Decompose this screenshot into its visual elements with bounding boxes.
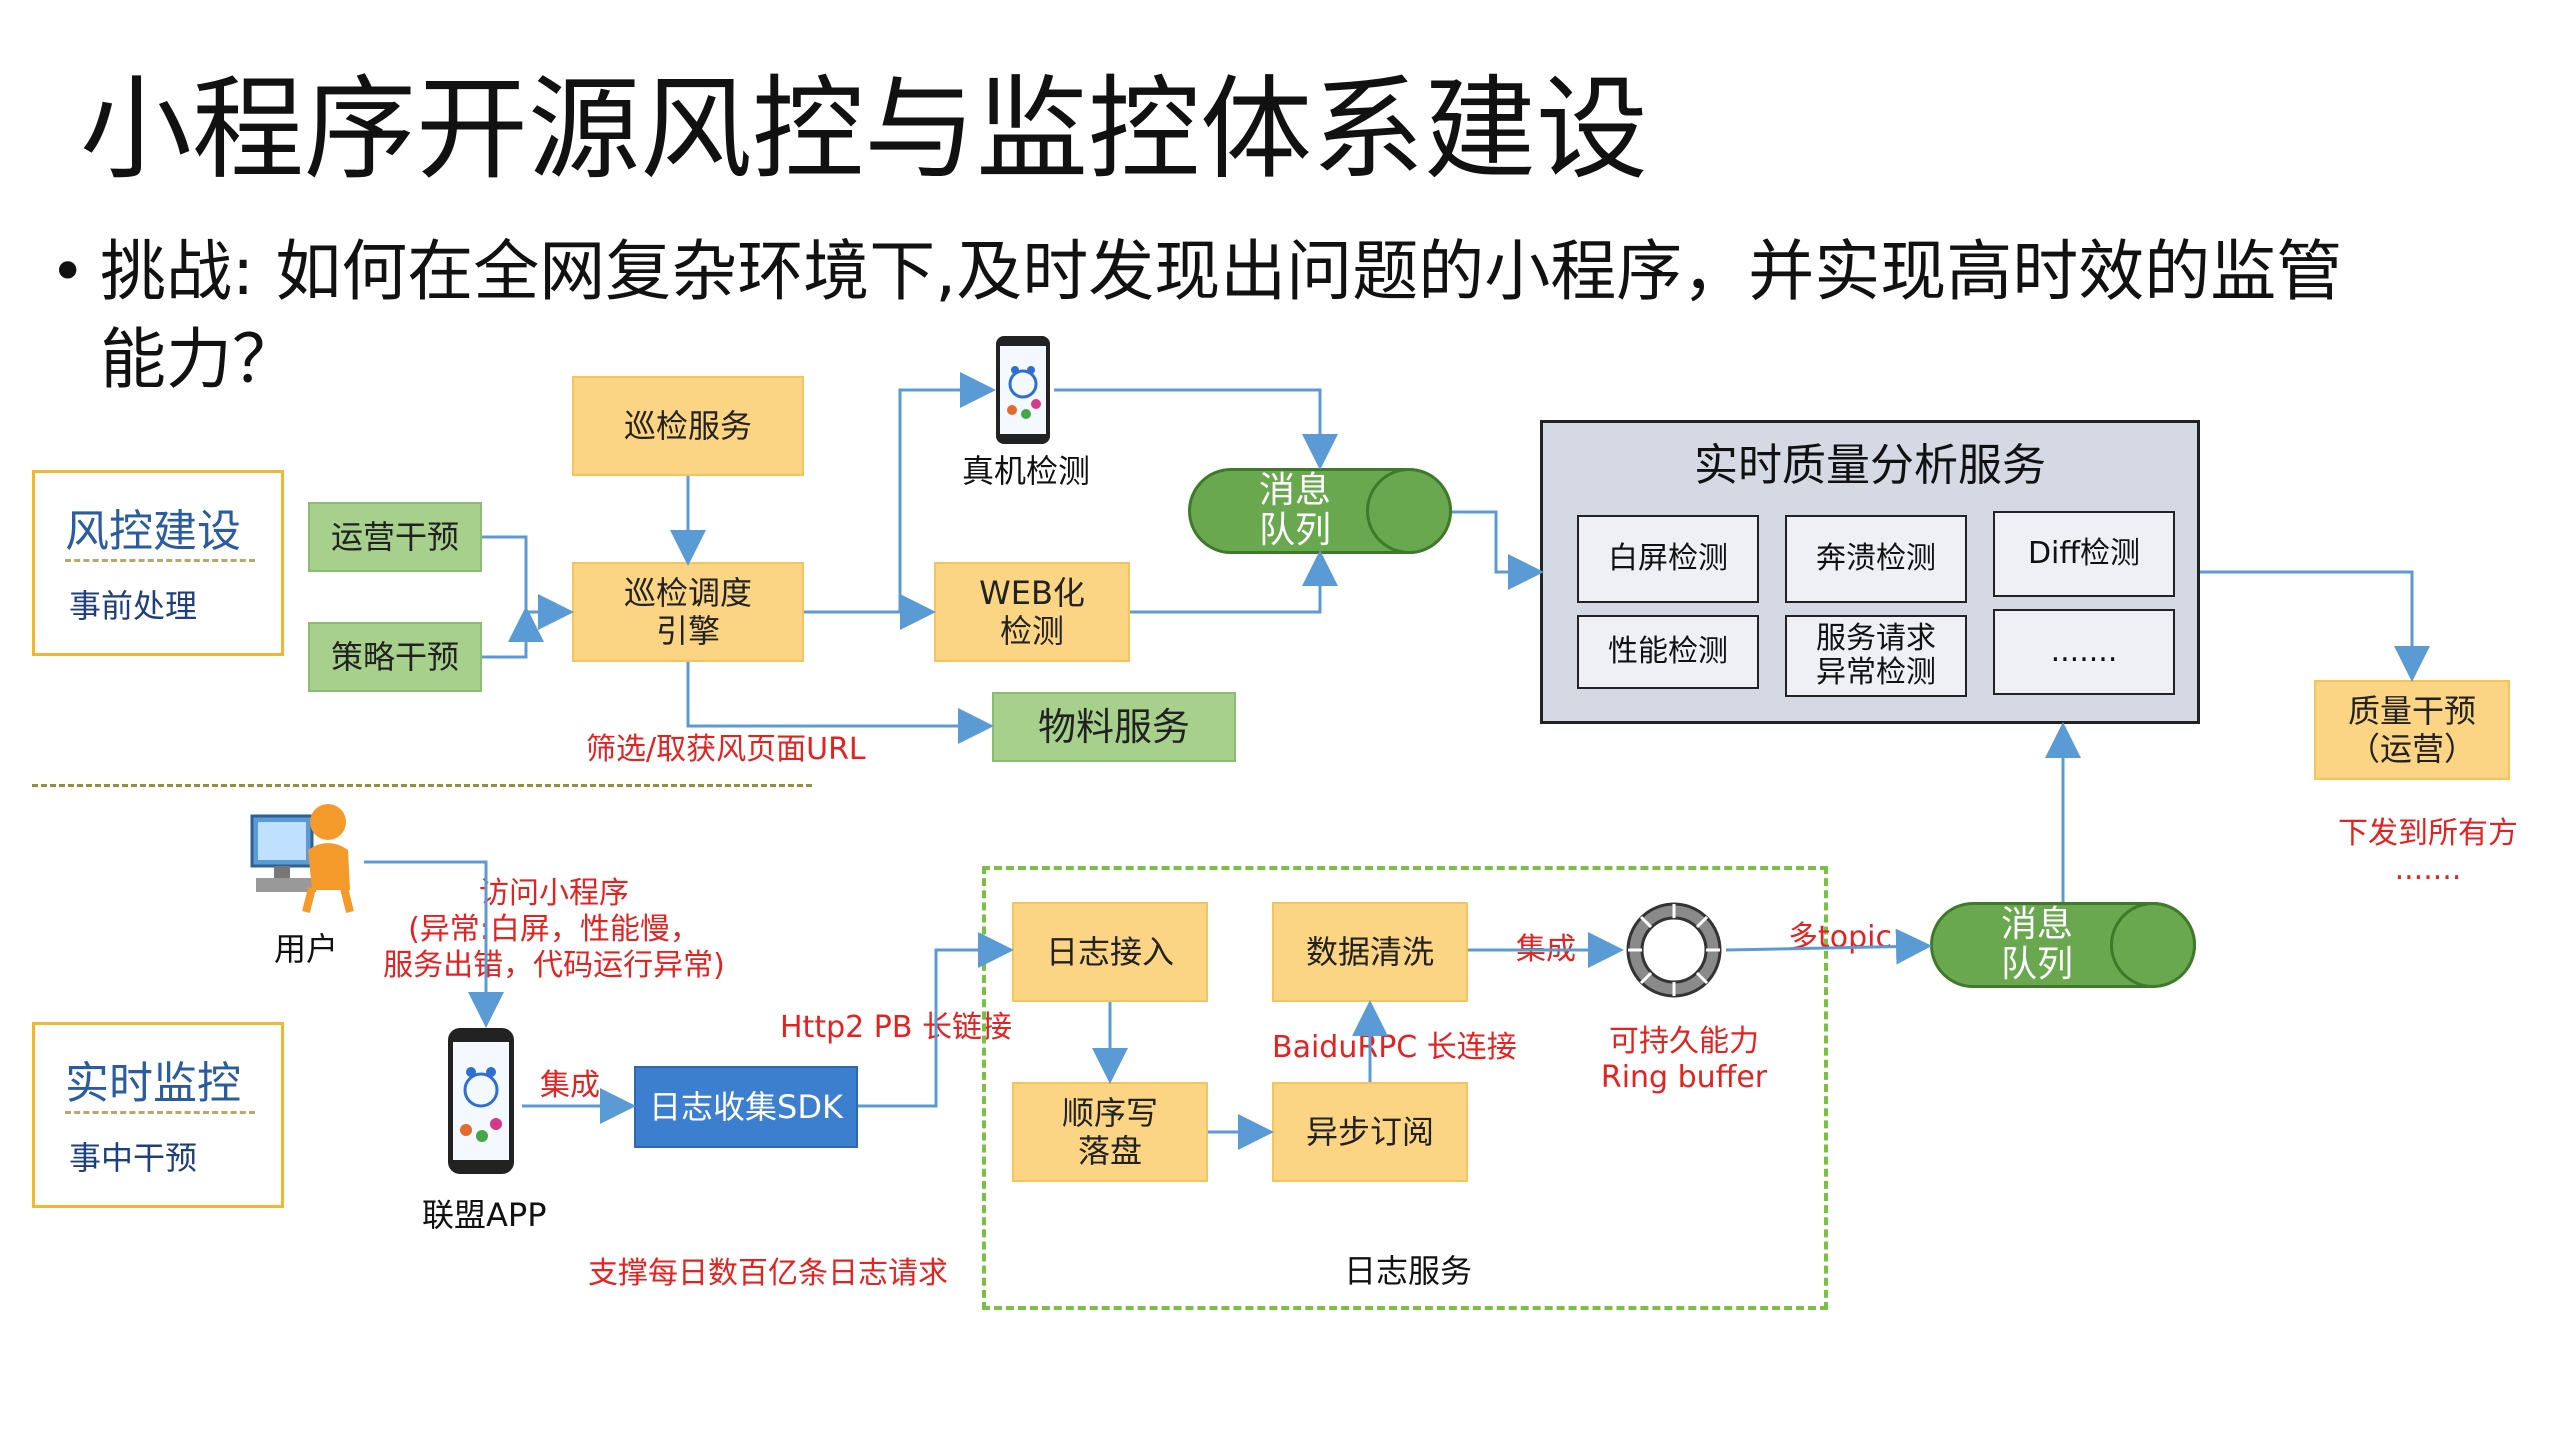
message-queue-top: 消息 队列 bbox=[1188, 468, 1452, 554]
arrow-icon bbox=[2200, 570, 2430, 682]
union-app-label: 联盟APP bbox=[422, 1196, 547, 1234]
message-queue-bottom-label: 消息 队列 bbox=[2000, 904, 2073, 985]
challenge-label: 挑战: bbox=[100, 233, 255, 310]
quality-analysis-title: 实时质量分析服务 bbox=[1694, 440, 2046, 491]
arrow-icon bbox=[1725, 928, 1932, 965]
queue-cap bbox=[1366, 468, 1452, 554]
arrow-icon bbox=[482, 535, 574, 630]
challenge-text: 挑战: 如何在全网复杂环境下,及时发现出问题的小程序，并实现高时效的监管能力？ bbox=[100, 228, 2400, 404]
strategy-intervene-box: 策略干预 bbox=[308, 622, 482, 692]
arrow-icon bbox=[482, 606, 544, 659]
realtime-monitor-card: 实时监控 事中干预 bbox=[32, 1022, 284, 1208]
page-title: 小程序开源风控与监控体系建设 bbox=[80, 65, 1648, 195]
challenge-question: 如何在全网复杂环境下,及时发现出问题的小程序，并实现高时效的监管能力？ bbox=[100, 233, 2343, 398]
real-device-label: 真机检测 bbox=[962, 452, 1091, 490]
risk-control-subtitle: 事前处理 bbox=[69, 587, 198, 625]
log-sdk-box: 日志收集SDK bbox=[634, 1066, 858, 1148]
arrow-icon bbox=[364, 860, 504, 1028]
user-computer-graphic bbox=[250, 804, 354, 913]
user-label: 用户 bbox=[274, 930, 339, 968]
crash-detect: 奔溃检测 bbox=[1785, 515, 1967, 603]
union-app-phone-graphic bbox=[448, 1028, 514, 1174]
quality-analysis-service: 实时质量分析服务 白屏检测 奔溃检测 Diff检测 性能检测 服务请求 异常检测… bbox=[1540, 420, 2200, 724]
log-service-label: 日志服务 bbox=[1344, 1252, 1473, 1290]
phone-icon bbox=[994, 334, 1052, 450]
bullet-dot: • bbox=[50, 237, 86, 307]
ring-buffer-graphic bbox=[1626, 902, 1722, 998]
arrow-icon bbox=[804, 372, 996, 614]
web-detect-box: WEB化 检测 bbox=[934, 562, 1130, 662]
card-divider bbox=[65, 1111, 255, 1114]
arrow-icon bbox=[1452, 510, 1544, 590]
card-divider bbox=[65, 559, 255, 562]
phone-icon bbox=[446, 1026, 516, 1180]
message-queue-top-label: 消息 队列 bbox=[1258, 470, 1331, 551]
data-clean-box: 数据清洗 bbox=[1272, 902, 1468, 1002]
patrol-service-box: 巡检服务 bbox=[572, 376, 804, 476]
service-error-detect: 服务请求 异常检测 bbox=[1785, 615, 1967, 697]
ops-intervene-box: 运营干预 bbox=[308, 502, 482, 572]
user-computer-icon bbox=[246, 800, 358, 920]
realtime-monitor-title: 实时监控 bbox=[65, 1058, 241, 1109]
message-queue-bottom: 消息 队列 bbox=[1930, 902, 2196, 988]
ring-buffer-label: 可持久能力 Ring buffer bbox=[1600, 1024, 1768, 1095]
baidu-rpc-label: BaiduRPC 长连接 bbox=[1272, 1030, 1517, 1065]
arrow-icon bbox=[858, 932, 1014, 1108]
quality-intervene-box: 质量干预 （运营） bbox=[2314, 680, 2510, 780]
arrow-icon bbox=[1130, 550, 1338, 614]
diff-detect: Diff检测 bbox=[1993, 511, 2175, 597]
phone-icon-graphic bbox=[996, 336, 1050, 444]
capacity-label: 支撑每日数百亿条日志请求 bbox=[588, 1256, 948, 1291]
http2-label: Http2 PB 长链接 bbox=[780, 1010, 1012, 1045]
filter-url-label: 筛选/取获风页面URL bbox=[586, 732, 866, 767]
risk-control-title: 风控建设 bbox=[65, 506, 241, 557]
integrate-app-label: 集成 bbox=[540, 1068, 600, 1103]
log-service-area bbox=[982, 866, 1828, 1310]
async-subscribe-box: 异步订阅 bbox=[1272, 1082, 1468, 1182]
patrol-engine-box: 巡检调度 引擎 bbox=[572, 562, 804, 662]
realtime-monitor-subtitle: 事中干预 bbox=[69, 1139, 198, 1177]
dispatch-label: 下发到所有方 ....... bbox=[2338, 816, 2518, 887]
white-screen-detect: 白屏检测 bbox=[1577, 515, 1759, 603]
ring-buffer-icon bbox=[1622, 898, 1726, 1006]
seq-write-box: 顺序写 落盘 bbox=[1012, 1082, 1208, 1182]
log-ingest-box: 日志接入 bbox=[1012, 902, 1208, 1002]
queue-cap bbox=[2110, 902, 2196, 988]
arrow-icon bbox=[686, 662, 994, 744]
section-separator bbox=[32, 784, 812, 787]
more-detect: ....... bbox=[1993, 609, 2175, 695]
visit-miniapp-label: 访问小程序 (异常:白屏，性能慢， 服务出错，代码运行异常) bbox=[383, 876, 725, 983]
risk-control-card: 风控建设 事前处理 bbox=[32, 470, 284, 656]
arrow-icon bbox=[1054, 388, 1338, 470]
performance-detect: 性能检测 bbox=[1577, 615, 1759, 689]
